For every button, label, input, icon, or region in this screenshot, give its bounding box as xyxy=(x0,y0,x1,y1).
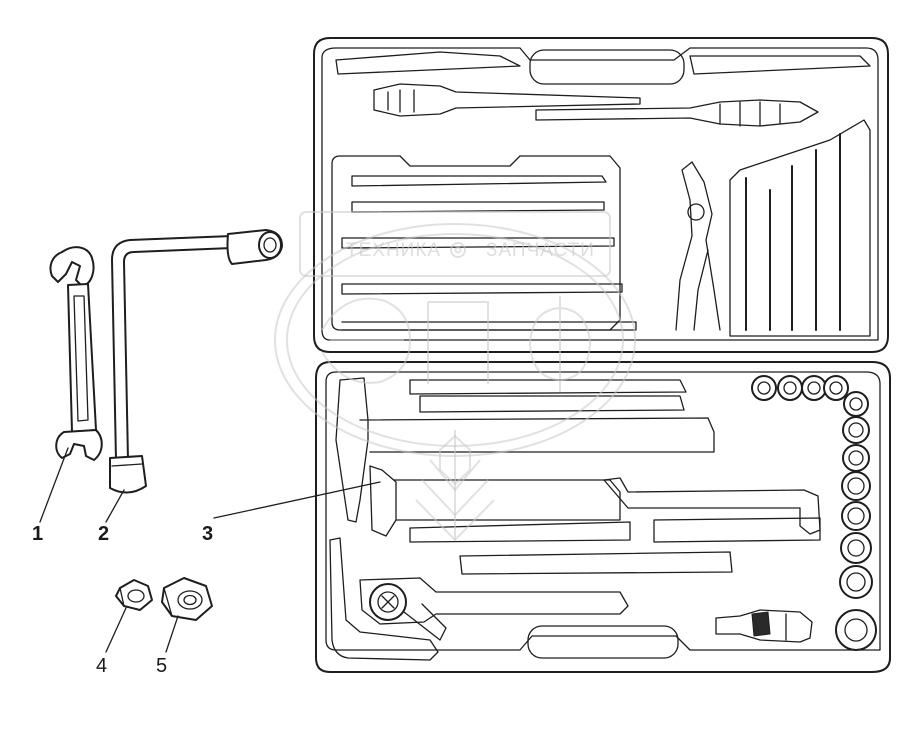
callout-1: 1 xyxy=(32,447,69,545)
large-nut xyxy=(161,577,213,621)
callout-1-label: 1 xyxy=(32,523,43,545)
callout-2-label: 2 xyxy=(98,523,109,545)
tool-case-base xyxy=(315,361,891,673)
watermark-logo-mark xyxy=(321,296,592,392)
callout-4: 4 xyxy=(96,607,127,677)
callout-3-label: 3 xyxy=(202,523,213,545)
gear-icon xyxy=(450,242,466,258)
watermark-wheat-emblem xyxy=(415,430,495,542)
callout-5: 5 xyxy=(156,615,179,677)
small-nut xyxy=(115,579,153,611)
watermark: ТЕХНИКА ЗАПЧАСТИ xyxy=(274,211,636,542)
callout-2: 2 xyxy=(98,489,125,545)
callout-5-label: 5 xyxy=(156,655,167,677)
callout-4-label: 4 xyxy=(96,655,107,677)
l-socket-wrench xyxy=(109,229,283,494)
open-end-wrench xyxy=(49,246,103,461)
watermark-left-text: ТЕХНИКА xyxy=(346,240,441,261)
callout-3: 3 xyxy=(202,481,381,545)
tool-case-lid xyxy=(313,37,889,353)
watermark-right-text: ЗАПЧАСТИ xyxy=(486,240,595,261)
